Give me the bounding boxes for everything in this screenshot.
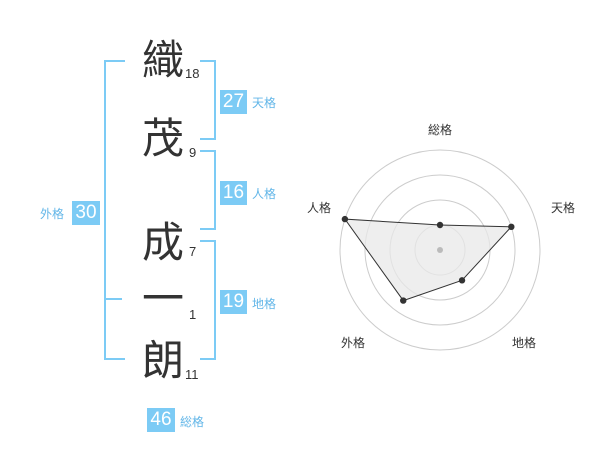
surname-divider-tick — [104, 298, 122, 300]
tenkaku-bracket — [200, 60, 216, 140]
radar-point-4 — [400, 297, 407, 304]
radar-point-1 — [436, 221, 444, 229]
chikaku-bracket — [200, 240, 216, 360]
stroke-count-5: 11 — [185, 367, 199, 382]
gaikaku-bracket — [104, 60, 125, 360]
radar-value-polygon — [343, 218, 513, 302]
radar-axis-label-soukaku: 総格 — [428, 123, 453, 137]
radar-point-2 — [508, 223, 515, 231]
jinkaku-bracket — [200, 150, 216, 230]
name-char-4: 一 — [142, 274, 185, 323]
radar-point-3 — [458, 277, 466, 284]
name-char-5: 朗 — [142, 336, 185, 385]
soukaku-label: 総格 — [180, 415, 205, 429]
stroke-count-1: 18 — [185, 66, 200, 81]
soukaku-value: 46 — [147, 408, 175, 432]
radar-axis-label-chikaku: 地格 — [512, 336, 537, 350]
stroke-count-4: 1 — [189, 307, 197, 322]
radar-grid-ring-4 — [339, 149, 541, 351]
radar-grid-ring-3 — [364, 174, 516, 326]
tenkaku-label: 天格 — [252, 96, 277, 110]
radar-point-5 — [341, 215, 349, 223]
gaikaku-value: 30 — [72, 201, 100, 225]
name-char-3: 成 — [142, 218, 185, 267]
radar-axis-label-gaikaku: 外格 — [341, 336, 366, 350]
stroke-count-3: 7 — [189, 244, 197, 259]
chikaku-label: 地格 — [252, 297, 277, 311]
jinkaku-value: 16 — [220, 181, 247, 205]
tenkaku-value: 27 — [220, 90, 247, 114]
name-char-1: 織 — [142, 36, 185, 85]
chikaku-value: 19 — [220, 290, 247, 314]
fortune-radar-chart — [339, 149, 541, 351]
radar-axis-label-tenkaku: 天格 — [551, 201, 576, 215]
stroke-count-2: 9 — [189, 145, 197, 160]
gaikaku-label: 外格 — [40, 207, 65, 221]
jinkaku-label: 人格 — [252, 187, 277, 201]
radar-axis-label-jinkaku: 人格 — [307, 201, 332, 215]
radar-center-point — [437, 247, 443, 253]
name-char-2: 茂 — [142, 114, 185, 163]
